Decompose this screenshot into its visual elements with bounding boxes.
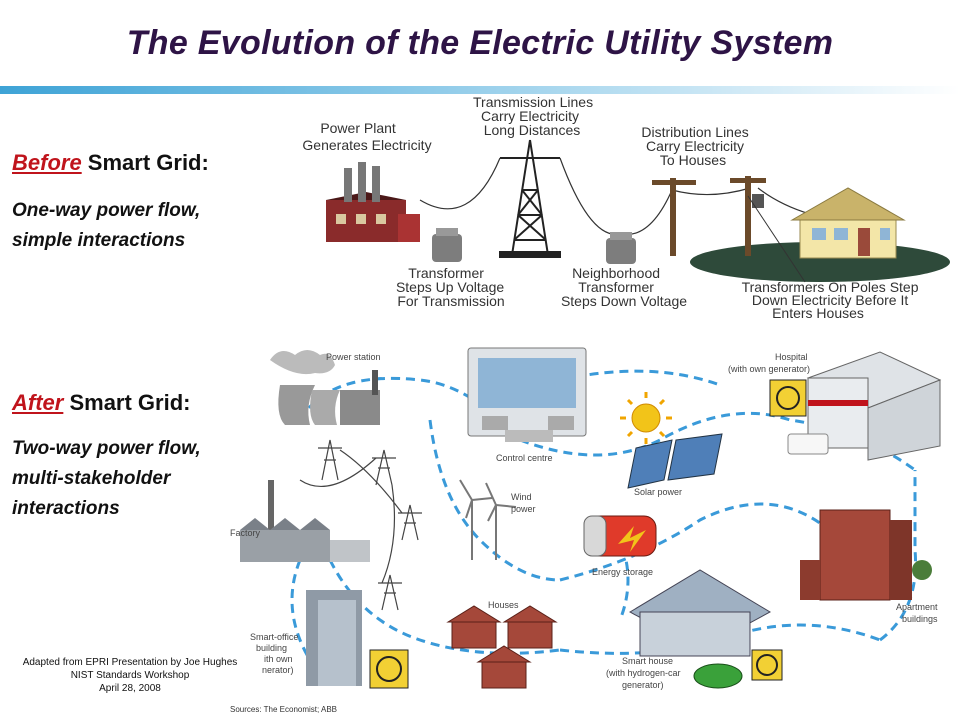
solar-label: Solar power [634, 487, 682, 497]
transformer-up-label: Transformer Steps Up Voltage For Transmi… [396, 265, 508, 309]
hospital-label: Hospital (with own generator) [728, 352, 810, 374]
before-diagram: Power Plant Generates Electricity Transm… [302, 94, 950, 321]
control-centre-icon [468, 348, 586, 442]
houses-label: Houses [488, 600, 519, 610]
transformer-up-icon [432, 228, 462, 262]
house-icon [792, 188, 904, 258]
power-plant-label: Power Plant Generates Electricity [302, 120, 431, 153]
transmission-label: Transmission Lines Carry Electricity Lon… [473, 94, 597, 138]
power-station-label: Power station [326, 352, 381, 362]
factory-label: Factory [230, 528, 261, 538]
houses-icon [448, 606, 556, 688]
solar-panel-icon [628, 434, 722, 488]
sun-icon [620, 392, 672, 444]
transmission-tower-icon [500, 140, 560, 257]
poles-label: Transformers On Poles Step Down Electric… [742, 279, 923, 321]
utility-pole-icon [652, 176, 766, 256]
smart-office-icon [306, 590, 408, 688]
neighborhood-transformer-label: Neighborhood Transformer Steps Down Volt… [561, 265, 687, 309]
wind-label: Wind power [511, 492, 536, 514]
neighborhood-transformer-icon [606, 232, 636, 264]
battery-icon [584, 516, 656, 556]
after-diagram: Power station Factory Smart-office build [230, 348, 940, 714]
power-plant-icon [326, 162, 420, 242]
control-centre-label: Control centre [496, 453, 553, 463]
smart-house-label: Smart house (with hydrogen-car generator… [606, 656, 683, 690]
smart-office-label: Smart-office building ith own nerator) [250, 632, 301, 675]
energy-storage-label: Energy storage [592, 567, 653, 577]
sources-label: Sources: The Economist; ABB [230, 705, 337, 714]
distribution-label: Distribution Lines Carry Electricity To … [641, 124, 752, 168]
factory-icon [240, 480, 370, 562]
transmission-wires [420, 158, 810, 235]
